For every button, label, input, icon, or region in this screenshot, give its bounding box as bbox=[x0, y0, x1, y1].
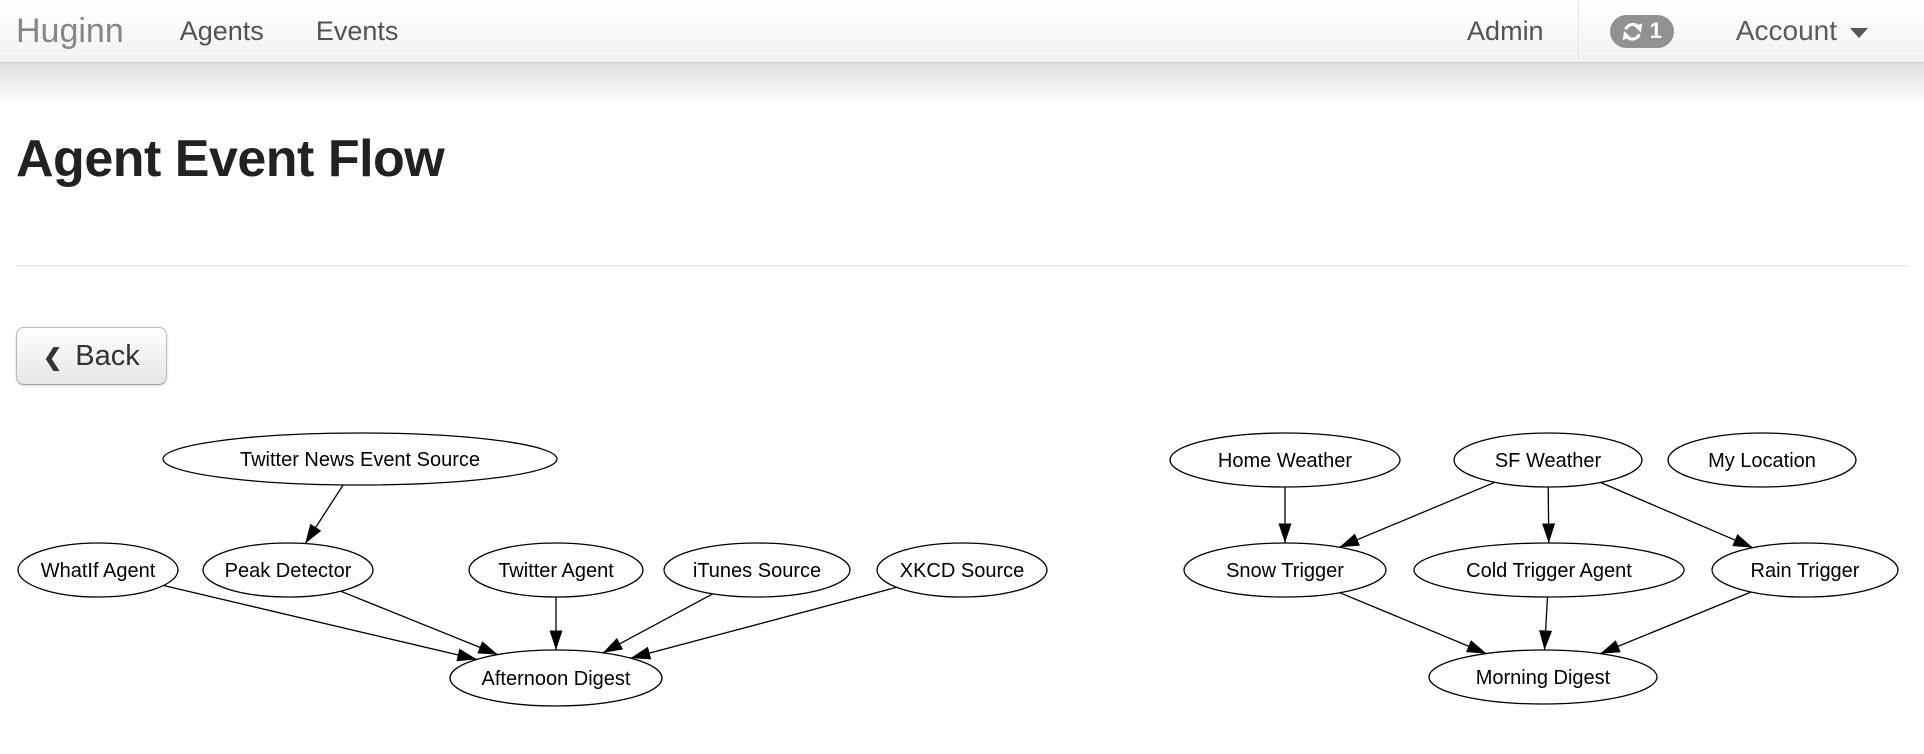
graph-node-afternoon-digest bbox=[449, 649, 663, 707]
navbar-right: Admin 1 Account bbox=[1467, 0, 1924, 62]
navbar-shadow bbox=[0, 63, 1924, 105]
graph-node-label-my-location: My Location bbox=[1708, 450, 1816, 472]
graph-node-whatif-agent bbox=[17, 542, 179, 598]
graph-node-sf-weather bbox=[1453, 432, 1643, 488]
graph-edge-itunes-source-to-afternoon-digest bbox=[602, 593, 714, 654]
back-button-label: Back bbox=[75, 339, 140, 372]
graph-node-label-home-weather: Home Weather bbox=[1218, 450, 1352, 472]
section-divider bbox=[16, 265, 1908, 267]
nav-item-agents[interactable]: Agents bbox=[179, 15, 264, 46]
graph-node-label-snow-trigger: Snow Trigger bbox=[1226, 560, 1344, 582]
graph-node-twitter-agent bbox=[468, 542, 644, 598]
graph-node-label-peak-detector: Peak Detector bbox=[225, 560, 352, 582]
graph-node-label-afternoon-digest: Afternoon Digest bbox=[482, 668, 631, 690]
graph-edge-sf-weather-to-rain-trigger bbox=[1600, 481, 1754, 549]
graph-edge-sf-weather-to-cold-trigger-agent bbox=[1542, 486, 1556, 544]
primary-nav: Agents Events bbox=[180, 16, 399, 47]
graph-node-morning-digest bbox=[1428, 649, 1658, 705]
graph-node-label-morning-digest: Morning Digest bbox=[1476, 667, 1611, 689]
graph-edge-xkcd-source-to-afternoon-digest bbox=[630, 586, 897, 660]
graph-edge-peak-detector-to-afternoon-digest bbox=[340, 590, 499, 656]
graph-node-label-sf-weather: SF Weather bbox=[1495, 450, 1602, 472]
graph-node-label-itunes-source: iTunes Source bbox=[693, 560, 821, 582]
refresh-icon bbox=[1620, 19, 1645, 44]
graph-node-label-rain-trigger: Rain Trigger bbox=[1751, 560, 1860, 582]
brand-link[interactable]: Huginn bbox=[16, 11, 124, 50]
chevron-left-icon: ❮ bbox=[43, 343, 63, 370]
graph-node-label-twitter-agent: Twitter Agent bbox=[498, 560, 614, 582]
job-count: 1 bbox=[1649, 18, 1662, 43]
graph-edge-twitter-news-event-source-to-peak-detector bbox=[304, 484, 344, 544]
navbar-divider bbox=[1577, 0, 1580, 62]
account-label: Account bbox=[1735, 15, 1837, 46]
graph-node-peak-detector bbox=[202, 542, 374, 598]
main-content: Agent Event Flow ❮ Back bbox=[0, 129, 1924, 385]
navbar: Huginn Agents Events Admin 1 Account bbox=[0, 0, 1924, 63]
graph-node-rain-trigger bbox=[1711, 542, 1899, 598]
graph-node-itunes-source bbox=[663, 542, 851, 598]
graph-edge-sf-weather-to-snow-trigger bbox=[1339, 481, 1496, 548]
graph-edge-snow-trigger-to-morning-digest bbox=[1339, 592, 1487, 655]
back-button[interactable]: ❮ Back bbox=[16, 327, 167, 385]
page-title: Agent Event Flow bbox=[16, 130, 445, 188]
nav-item-admin[interactable]: Admin bbox=[1467, 15, 1544, 46]
graph-node-home-weather bbox=[1169, 432, 1401, 488]
graph-node-snow-trigger bbox=[1183, 542, 1387, 598]
graph-edge-rain-trigger-to-morning-digest bbox=[1599, 591, 1752, 655]
graph-node-xkcd-source bbox=[876, 542, 1048, 598]
caret-down-icon bbox=[1850, 27, 1868, 38]
graph-node-twitter-news-event-source bbox=[162, 432, 558, 486]
graph-edge-whatif-agent-to-afternoon-digest bbox=[163, 584, 478, 662]
graph-node-my-location bbox=[1667, 432, 1857, 488]
account-menu[interactable]: Account bbox=[1736, 15, 1868, 47]
graph-node-cold-trigger-agent bbox=[1413, 542, 1685, 598]
graph-node-label-cold-trigger-agent: Cold Trigger Agent bbox=[1466, 560, 1632, 582]
graph-edge-cold-trigger-agent-to-morning-digest bbox=[1539, 596, 1553, 651]
graph-node-label-twitter-news-event-source: Twitter News Event Source bbox=[240, 449, 480, 471]
nav-item-events[interactable]: Events bbox=[315, 15, 399, 46]
graph-node-label-whatif-agent: WhatIf Agent bbox=[41, 560, 156, 582]
graph-node-label-xkcd-source: XKCD Source bbox=[900, 560, 1025, 582]
job-queue-badge[interactable]: 1 bbox=[1609, 14, 1674, 48]
